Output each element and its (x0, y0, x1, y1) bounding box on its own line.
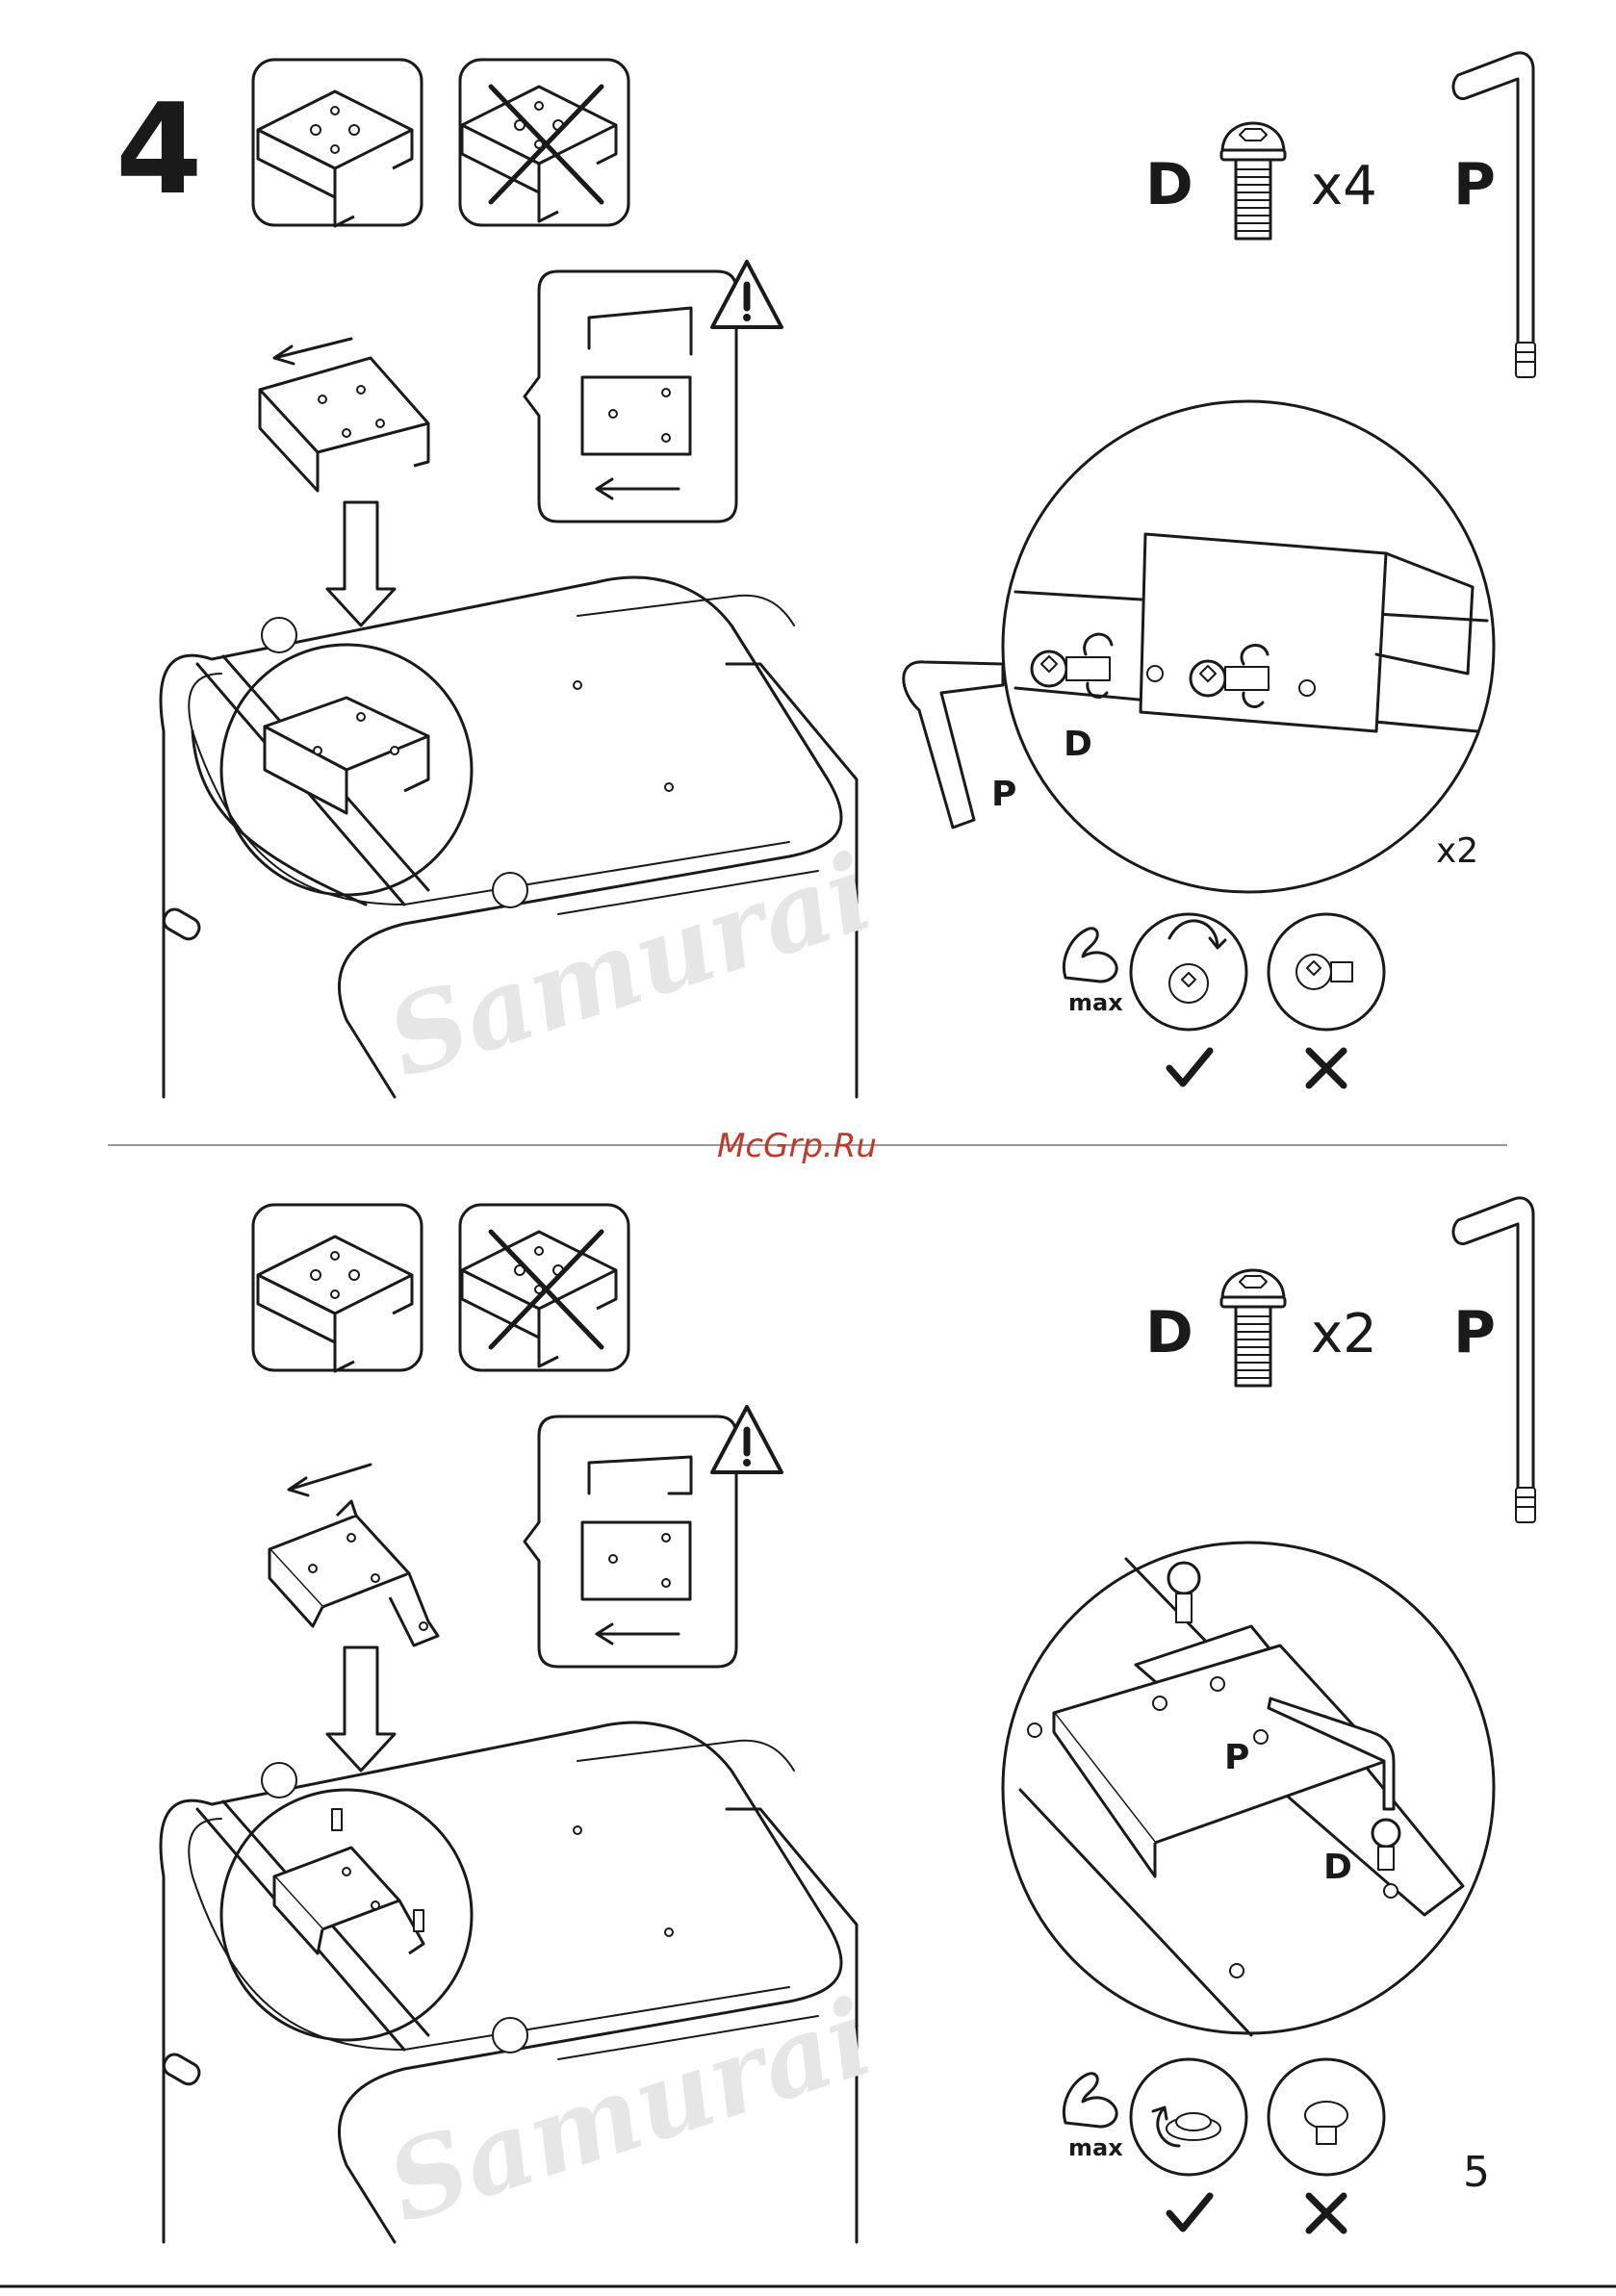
muscle-icon (1064, 929, 1116, 982)
torque-label: max (1068, 989, 1123, 1016)
wrong-orientation-box (460, 60, 628, 225)
part-quantity-d: x4 (1311, 155, 1377, 217)
part-label-p-2: P (1453, 1299, 1496, 1366)
page-number: 5 (1463, 2148, 1490, 2197)
correct-orientation-box (253, 60, 422, 226)
warning-callout-2 (525, 1407, 782, 1667)
site-watermark: McGrp.Ru (717, 1127, 877, 1165)
check-icon (1169, 1051, 1210, 1084)
bolt-icon (1221, 123, 1285, 239)
down-arrow-icon (327, 502, 395, 625)
down-arrow-icon (327, 1647, 395, 1771)
detail-label-key: P (991, 775, 1016, 814)
part-label-d-2: D (1145, 1299, 1193, 1366)
cross-icon (1309, 2196, 1344, 2231)
repeat-count: x2 (1436, 831, 1478, 871)
brand-mark: Samurai (373, 1975, 886, 2247)
wrong-orientation-box-2 (460, 1205, 628, 1370)
cross-icon (1309, 1051, 1344, 1085)
detail-label-key-2: P (1224, 1738, 1249, 1777)
bracket-part (260, 339, 428, 491)
torque-hint-top: max (1064, 914, 1384, 1085)
check-icon (1169, 2196, 1210, 2229)
bracket-part-2 (269, 1465, 438, 1645)
brand-mark: Samurai (373, 829, 886, 1102)
part-label-d: D (1145, 151, 1193, 218)
torque-hint-bottom: max (1064, 2059, 1384, 2231)
step-number: 4 (115, 76, 202, 222)
correct-orientation-box-2 (253, 1205, 422, 1371)
product-body-top: Samurai (161, 577, 886, 1102)
part-quantity-d-2: x2 (1311, 1303, 1377, 1365)
part-label-p: P (1453, 151, 1496, 218)
detail-label-bolt: D (1064, 725, 1092, 764)
product-body-bottom: Samurai (161, 1722, 886, 2247)
detail-label-bolt-2: D (1323, 1848, 1352, 1887)
detail-zoom-bottom: P D (1003, 1543, 1494, 2035)
warning-callout (525, 262, 782, 522)
bolt-icon (1221, 1270, 1285, 1386)
torque-label-2: max (1068, 2134, 1123, 2161)
muscle-icon (1064, 2074, 1116, 2127)
detail-zoom-top: D P x2 (904, 401, 1494, 892)
